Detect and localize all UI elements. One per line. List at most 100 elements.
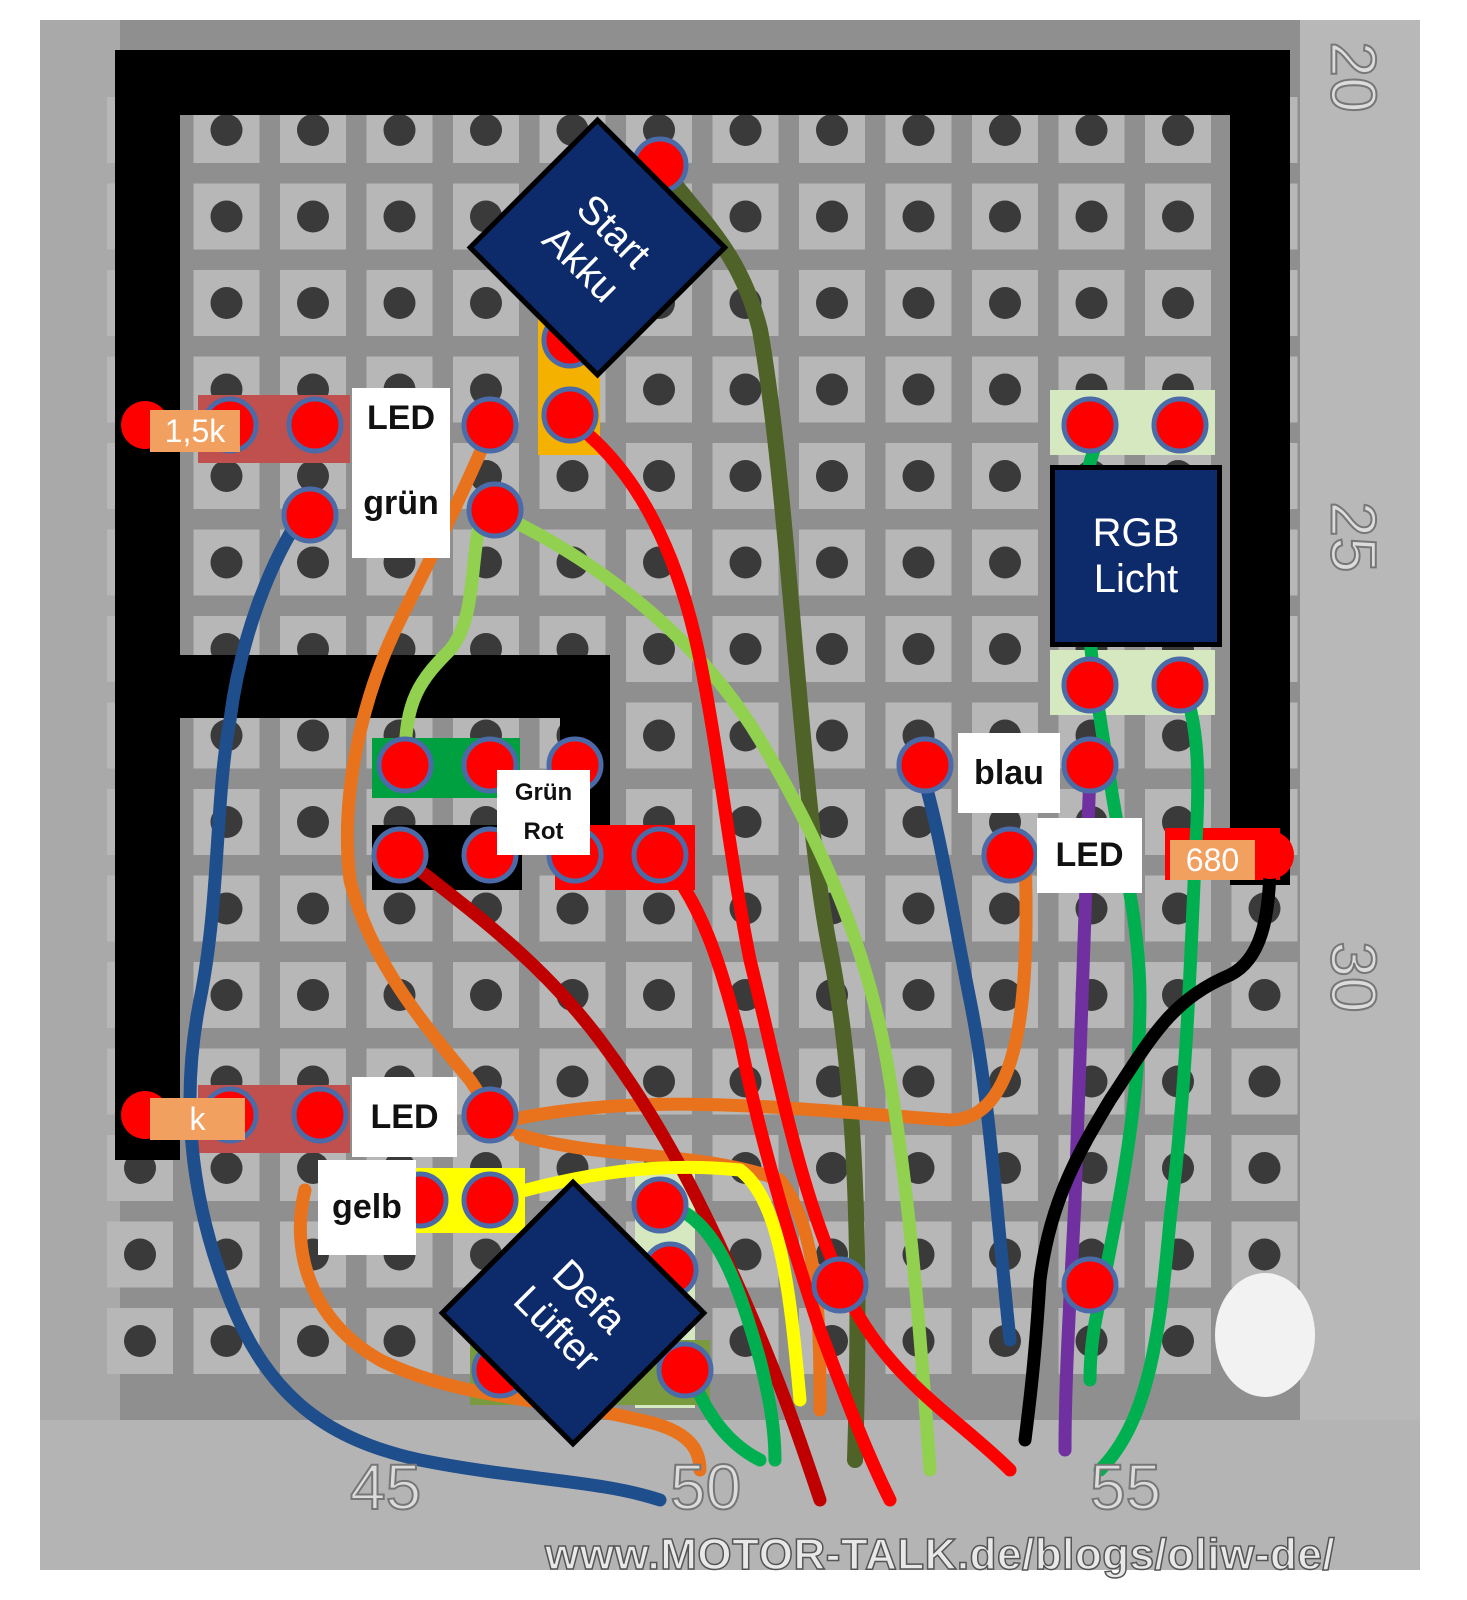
wire-red-2 bbox=[653, 848, 897, 1507]
pad-hole bbox=[729, 546, 762, 579]
pad-hole bbox=[816, 546, 848, 579]
pad-hole bbox=[297, 979, 329, 1011]
pad-hole bbox=[210, 979, 243, 1011]
red-pin bbox=[376, 736, 434, 794]
pad-hole bbox=[902, 460, 935, 492]
pad-hole bbox=[643, 460, 675, 492]
pad-hole bbox=[1248, 1238, 1281, 1271]
pad-hole bbox=[1248, 1065, 1281, 1098]
pad-hole bbox=[1075, 114, 1108, 146]
pad-hole bbox=[902, 633, 935, 665]
pad-hole bbox=[902, 892, 935, 925]
pad-hole bbox=[643, 373, 675, 406]
red-pin bbox=[896, 736, 954, 794]
pad-hole bbox=[816, 1152, 848, 1184]
pad-hole bbox=[297, 719, 329, 752]
pad-hole bbox=[1075, 287, 1108, 319]
red-pin bbox=[1061, 396, 1119, 454]
pad-hole bbox=[816, 460, 848, 492]
pad-hole bbox=[383, 114, 416, 146]
pad-hole bbox=[816, 200, 848, 233]
red-pin bbox=[461, 396, 519, 454]
pad-hole bbox=[816, 373, 848, 406]
led-right-label: LED bbox=[1037, 818, 1142, 893]
red-pin bbox=[656, 1341, 714, 1399]
pad-hole bbox=[989, 546, 1021, 579]
rgb-licht-line1: RGB bbox=[1092, 511, 1180, 555]
pad-hole bbox=[902, 200, 935, 233]
gruen-label: grün bbox=[352, 448, 450, 558]
pad-hole bbox=[297, 114, 329, 146]
wire-darkred bbox=[393, 848, 827, 1507]
red-pin bbox=[981, 826, 1039, 884]
wire-red-1 bbox=[563, 413, 1017, 1477]
pad-hole bbox=[643, 1065, 675, 1098]
wire-green-rgb-2 bbox=[1093, 673, 1205, 1477]
red-pin bbox=[286, 396, 344, 454]
pad-hole bbox=[124, 1238, 156, 1271]
gruen-rot-label: Grün Rot bbox=[497, 770, 590, 855]
led-top-label: LED bbox=[352, 388, 450, 448]
pad-hole bbox=[210, 114, 243, 146]
pad-hole bbox=[816, 287, 848, 319]
wire-lightgreen-1 bbox=[483, 503, 937, 1477]
pad-hole bbox=[470, 114, 502, 146]
edge-number-25: 25 bbox=[1317, 500, 1391, 573]
edge-number-45: 45 bbox=[349, 1450, 422, 1524]
red-pin bbox=[631, 1176, 689, 1234]
pad-hole bbox=[643, 979, 675, 1011]
pad-hole bbox=[989, 460, 1021, 492]
pad-hole bbox=[383, 1325, 416, 1357]
pad-hole bbox=[383, 287, 416, 319]
edge-number-30: 30 bbox=[1317, 940, 1391, 1013]
pad-hole bbox=[902, 1065, 935, 1098]
pad-hole bbox=[989, 373, 1021, 406]
pad-hole bbox=[643, 633, 675, 665]
pad-hole bbox=[816, 806, 848, 838]
pad-hole bbox=[902, 1152, 935, 1184]
pad-hole bbox=[297, 806, 329, 838]
pad-hole bbox=[1248, 1152, 1281, 1184]
pad-hole bbox=[383, 892, 416, 925]
red-pin bbox=[466, 481, 524, 539]
wire-green-defa-1 bbox=[673, 1203, 782, 1467]
watermark: www.MOTOR-TALK.de/blogs/oliw-de/ bbox=[544, 1529, 1336, 1580]
pad-hole bbox=[902, 546, 935, 579]
pad-hole bbox=[1162, 200, 1194, 233]
red-pin bbox=[461, 1086, 519, 1144]
led-bottom-label: LED bbox=[352, 1077, 457, 1157]
pad-hole bbox=[989, 633, 1021, 665]
pad-hole bbox=[989, 114, 1021, 146]
pad-hole bbox=[729, 1238, 762, 1271]
rot-caption: Rot bbox=[523, 817, 564, 845]
red-pin bbox=[461, 1171, 519, 1229]
red-pin bbox=[1061, 1256, 1119, 1314]
pad-hole bbox=[556, 460, 589, 492]
pad-hole bbox=[1075, 200, 1108, 233]
pad-hole bbox=[210, 1152, 243, 1184]
red-pin bbox=[811, 1256, 869, 1314]
pad-hole bbox=[643, 719, 675, 752]
red-pin bbox=[281, 486, 339, 544]
red-pin bbox=[1061, 736, 1119, 794]
pad-hole bbox=[816, 719, 848, 752]
pad-hole bbox=[816, 633, 848, 665]
edge-number-50: 50 bbox=[669, 1450, 742, 1524]
pad-hole bbox=[210, 460, 243, 492]
pad-hole bbox=[470, 287, 502, 319]
resistor-end-cap bbox=[1246, 831, 1294, 879]
pad-hole bbox=[729, 200, 762, 233]
pad-hole bbox=[297, 546, 329, 579]
wire-blue-left bbox=[183, 503, 667, 1507]
pad-hole bbox=[729, 806, 762, 838]
pad-hole bbox=[729, 460, 762, 492]
wire-blue-right bbox=[913, 758, 1017, 1347]
wire-olive bbox=[652, 157, 866, 1468]
pad-hole bbox=[902, 114, 935, 146]
pad-hole bbox=[297, 892, 329, 925]
pad-hole bbox=[729, 114, 762, 146]
wire-orange-2 bbox=[503, 848, 1033, 1127]
rgb-licht-line2: Licht bbox=[1093, 557, 1179, 601]
pad-hole bbox=[989, 200, 1021, 233]
gruen-caption: Grün bbox=[514, 779, 573, 807]
